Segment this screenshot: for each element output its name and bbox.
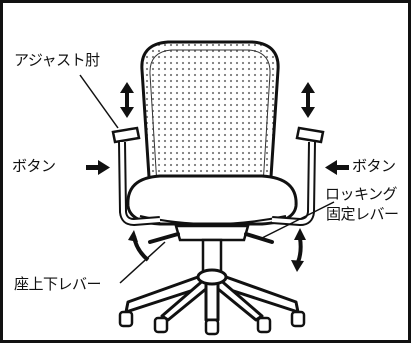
button-right-arrow <box>325 160 349 175</box>
armrest-leader-line <box>79 74 119 129</box>
armrest-right-height-arrow <box>301 82 315 118</box>
label-armrest: アジャスト肘 <box>14 51 100 69</box>
casters <box>118 310 306 336</box>
armrest-left-height-arrow <box>120 82 134 118</box>
seat-mechanism <box>174 224 250 242</box>
rocking-leader-line <box>261 201 335 239</box>
armrest-left <box>111 126 141 144</box>
label-button-left: ボタン <box>12 157 56 175</box>
rocking-lever <box>244 232 274 244</box>
label-rocking-line2: 固定レバー <box>326 205 399 223</box>
button-left-arrow <box>86 160 110 175</box>
backrest <box>140 40 280 194</box>
seat-lever <box>148 232 180 244</box>
backrest-inner <box>149 49 271 186</box>
seat-lever-arrow <box>128 230 150 262</box>
gas-cylinder <box>201 238 223 274</box>
label-seat-lever: 座上下レバー <box>14 275 102 293</box>
rocking-lever-arrow <box>291 228 306 272</box>
label-rocking-line1: ロッキング <box>325 185 398 203</box>
armrest-right <box>295 126 325 144</box>
chair-base <box>124 268 300 322</box>
label-button-right: ボタン <box>352 157 396 175</box>
seat-lever-leader-line <box>119 241 166 284</box>
